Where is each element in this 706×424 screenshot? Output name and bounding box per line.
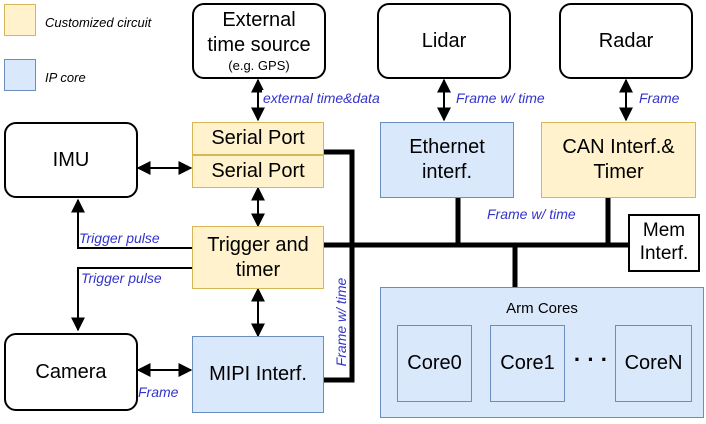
legend-ip-swatch <box>4 59 36 91</box>
mem-line2: Interf. <box>639 243 689 264</box>
can-line2: Timer <box>593 161 644 183</box>
trigger-timer-box: Trigger and timer <box>192 226 324 289</box>
external-time-line1: External <box>222 8 296 31</box>
legend-ip-label: IP core <box>45 70 86 85</box>
mipi-label: MIPI Interf. <box>209 363 307 385</box>
system-bus <box>323 149 628 383</box>
core-0-label: Core0 <box>407 352 462 374</box>
lidar-label: Lidar <box>421 29 467 52</box>
lidar-box: Lidar <box>377 3 511 79</box>
external-time-line3: (e.g. GPS) <box>228 57 290 73</box>
core-n-label: CoreN <box>624 352 683 374</box>
serial-port-1-box: Serial Port <box>192 122 324 155</box>
core-1-label: Core1 <box>500 352 555 374</box>
can-line1: CAN Interf.& <box>562 136 675 158</box>
label-radar-frame: Frame <box>638 90 681 106</box>
mem-interface-box: Mem Interf. <box>628 214 700 272</box>
trigger-line2: timer <box>235 258 281 281</box>
external-time-line2: time source <box>207 33 311 56</box>
camera-label: Camera <box>35 360 107 383</box>
label-camera-frame: Frame <box>138 384 179 400</box>
arm-cores-title: Arm Cores <box>506 300 578 317</box>
label-lidar-frame: Frame w/ time <box>455 90 546 106</box>
ethernet-line2: interf. <box>421 161 473 183</box>
core-0: Core0 <box>397 325 472 402</box>
mem-line1: Mem <box>642 220 686 242</box>
ethernet-interface-box: Ethernet interf. <box>380 122 514 198</box>
arrow-trigger-imu <box>71 198 193 249</box>
ethernet-line1: Ethernet <box>409 136 485 158</box>
core-n: CoreN <box>615 325 692 402</box>
imu-label: IMU <box>52 148 90 171</box>
serial-port-2-box: Serial Port <box>192 155 324 188</box>
legend-custom-label: Customized circuit <box>45 15 152 30</box>
radar-box: Radar <box>559 3 693 79</box>
label-trigger-pulse-imu: Trigger pulse <box>79 230 160 246</box>
external-time-source-box: External time source (e.g. GPS) <box>192 3 326 79</box>
can-interface-box: CAN Interf.& Timer <box>541 122 696 198</box>
serial-port-1-label: Serial Port <box>211 127 305 149</box>
camera-box: Camera <box>4 333 138 411</box>
core-ellipsis: · · · <box>573 347 609 372</box>
core-1: Core1 <box>490 325 565 402</box>
trigger-line1: Trigger and <box>207 233 309 256</box>
label-external-time-data: external time&data <box>262 90 381 106</box>
mipi-interface-box: MIPI Interf. <box>192 336 324 413</box>
imu-box: IMU <box>4 122 138 198</box>
label-can-frame: Frame w/ time <box>486 206 577 222</box>
radar-label: Radar <box>598 29 654 52</box>
label-mipi-frame: Frame w/ time <box>333 277 349 367</box>
bus-serial-mipi <box>323 149 355 383</box>
serial-port-2-label: Serial Port <box>211 160 305 182</box>
label-trigger-pulse-camera: Trigger pulse <box>81 270 162 286</box>
arrow-trigger-camera <box>71 267 193 332</box>
legend-custom-swatch <box>4 4 36 36</box>
